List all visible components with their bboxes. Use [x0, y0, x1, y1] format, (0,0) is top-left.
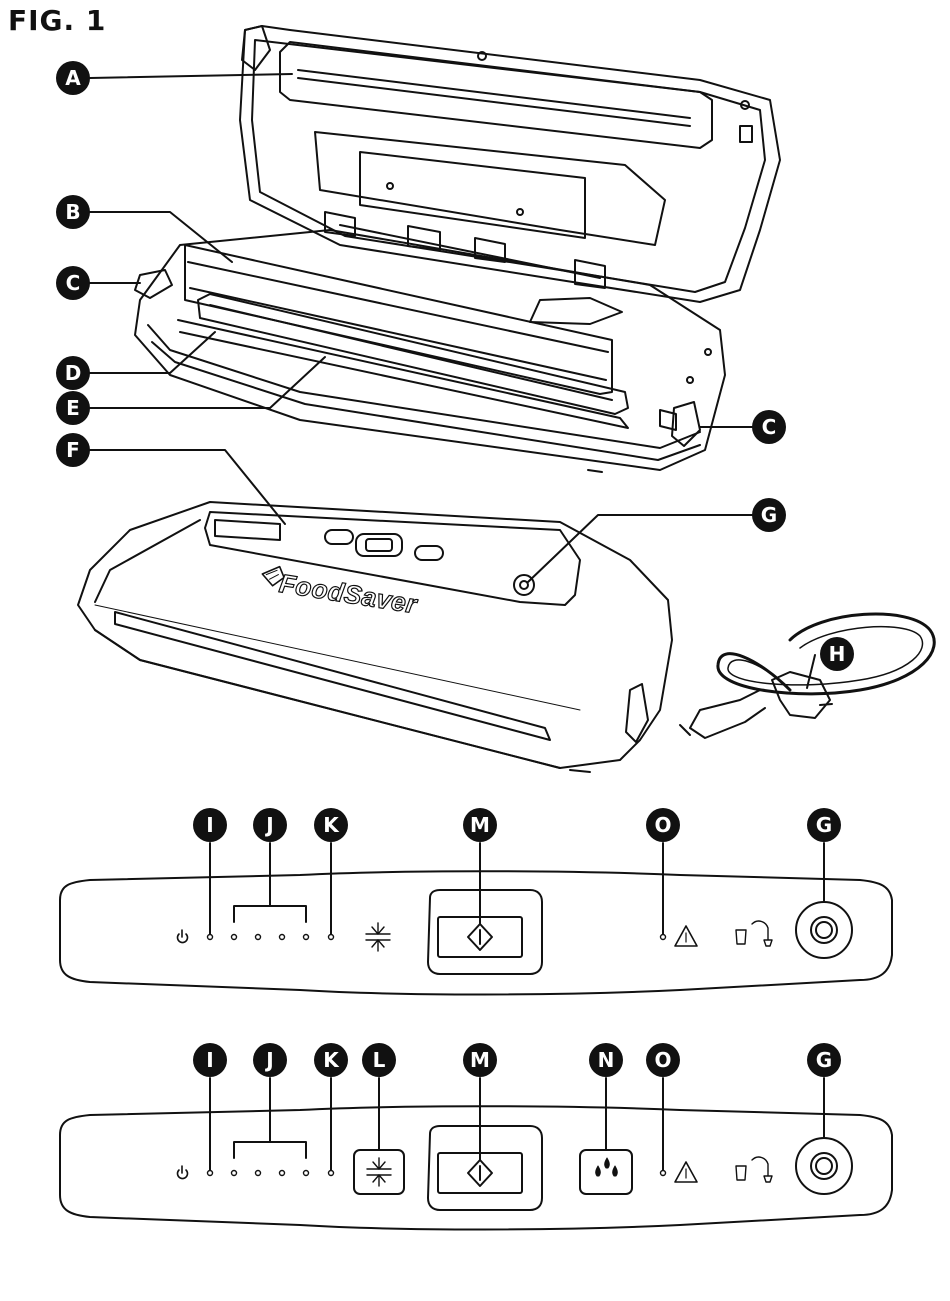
callout-g-panel2: G [807, 1043, 841, 1077]
open-appliance-drawing [135, 26, 780, 472]
callout-o-panel1: O [646, 808, 680, 842]
callout-c-right: C [752, 410, 786, 444]
callout-n-panel2: N [589, 1043, 623, 1077]
callout-o-panel2: O [646, 1043, 680, 1077]
callout-m-panel2: M [463, 1043, 497, 1077]
callout-l-panel2: L [362, 1043, 396, 1077]
callout-i-panel1: I [193, 808, 227, 842]
callout-f: F [56, 433, 90, 467]
callout-m-panel1: M [463, 808, 497, 842]
panel-leader-lines [210, 843, 824, 1170]
callout-h: H [820, 637, 854, 671]
callout-a: A [56, 61, 90, 95]
callout-e: E [56, 391, 90, 425]
callout-g-panel1: G [807, 808, 841, 842]
callout-j-panel2: J [253, 1043, 287, 1077]
closed-appliance-drawing [78, 502, 934, 772]
callout-d: D [56, 356, 90, 390]
callout-k-panel2: K [314, 1043, 348, 1077]
callout-g-top: G [752, 498, 786, 532]
callout-c-left: C [56, 266, 90, 300]
callout-b: B [56, 195, 90, 229]
callout-k-panel1: K [314, 808, 348, 842]
callout-j-panel1: J [253, 808, 287, 842]
callout-i-panel2: I [193, 1043, 227, 1077]
control-panel-1 [60, 871, 892, 994]
control-panel-2 [60, 1106, 892, 1229]
